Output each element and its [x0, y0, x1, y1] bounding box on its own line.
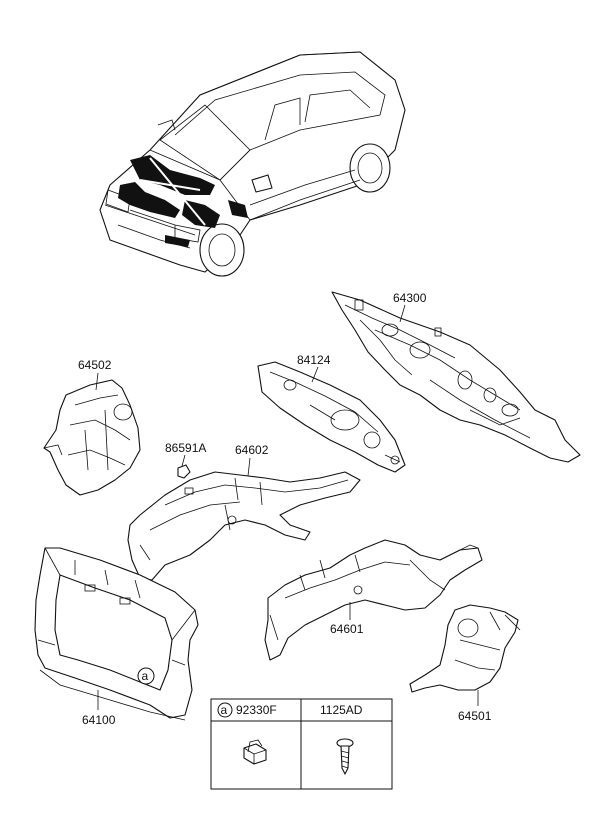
- part-86591A-clip: [177, 454, 191, 479]
- callout-64100: 64100: [82, 713, 116, 727]
- screw-1125AD-icon: [336, 738, 354, 775]
- part-64501-apron-rh: [409, 604, 521, 706]
- callout-64502: 64502: [78, 358, 112, 372]
- part-64602-side-member-lh: [127, 457, 361, 581]
- part-64601-side-member-rh: [264, 539, 483, 661]
- callout-64602: 64602: [235, 443, 269, 457]
- svg-text:a: a: [142, 669, 149, 683]
- vehicle-illustration: [99, 51, 406, 277]
- callout-86591A: 86591A: [165, 441, 206, 455]
- ref-marker-a: a: [137, 667, 155, 685]
- legend-table: a 92330F 1125AD: [210, 698, 393, 790]
- clip-92330F-icon: [243, 739, 267, 765]
- legend-part-1125AD: 1125AD: [320, 703, 363, 717]
- callout-64601: 64601: [330, 622, 364, 636]
- callout-84124: 84124: [297, 353, 331, 367]
- callout-64501: 64501: [458, 709, 492, 723]
- part-64100-radiator-support: [34, 547, 199, 721]
- legend-marker-a: a: [217, 702, 233, 718]
- part-64300-dash-panel: [331, 291, 581, 463]
- svg-text:a: a: [221, 703, 228, 717]
- legend-part-92330F: 92330F: [236, 703, 277, 717]
- part-84124-insulator: [257, 361, 406, 473]
- callout-64300: 64300: [393, 291, 427, 305]
- part-64502-apron-lh: [43, 372, 141, 496]
